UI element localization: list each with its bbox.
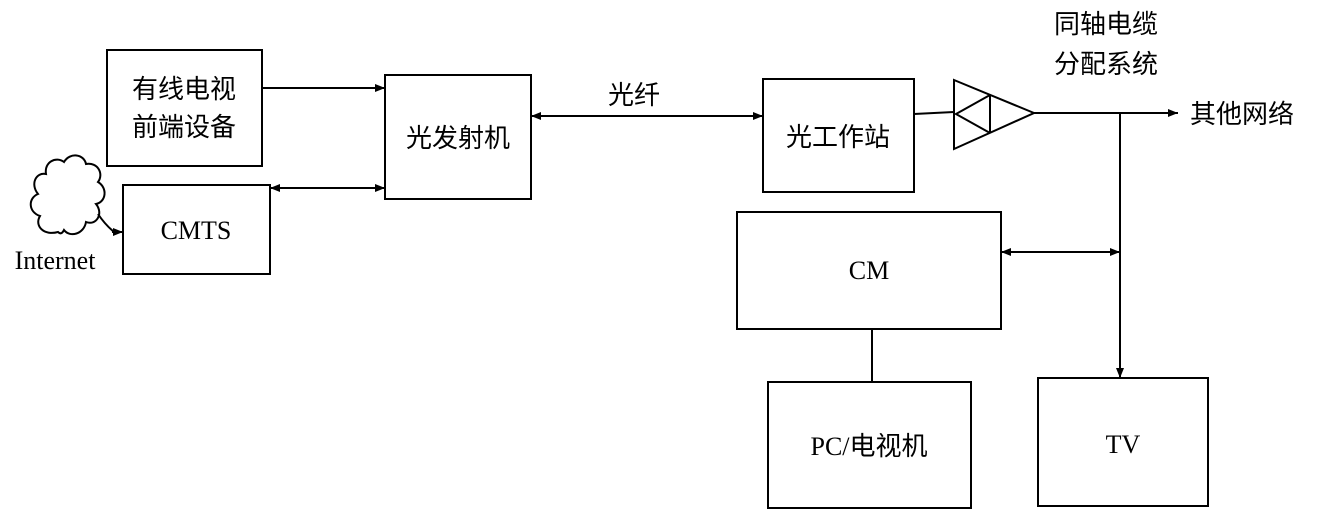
internet-to-cmts-link <box>97 213 115 233</box>
pc-tv-label: PC/电视机 <box>810 432 927 461</box>
internet-cloud-icon <box>29 154 106 236</box>
amplifier-icon <box>953 78 1037 151</box>
fiber-label: 光纤 <box>608 81 660 111</box>
coax-distribution-label-line2: 分配系统 <box>1054 50 1158 80</box>
workstation-to-amplifier-link <box>913 111 955 115</box>
cmts-box: CMTS <box>122 184 271 275</box>
optical-workstation-box: 光工作站 <box>762 78 915 193</box>
optical-workstation-label: 光工作站 <box>786 123 890 153</box>
cable-modem-box: CM <box>736 211 1002 330</box>
tv-label: TV <box>1106 430 1141 459</box>
optical-transmitter-label: 光发射机 <box>406 124 510 154</box>
optical-transmitter-box: 光发射机 <box>384 74 532 200</box>
pc-tv-box: PC/电视机 <box>767 381 972 509</box>
cable-modem-label: CM <box>849 256 889 285</box>
catv-headend-label-line2: 前端设备 <box>132 113 236 143</box>
catv-headend-label-line1: 有线电视 <box>132 75 236 105</box>
other-networks-label: 其他网络 <box>1190 100 1294 130</box>
tv-box: TV <box>1037 377 1209 507</box>
internet-label: Internet <box>15 246 97 275</box>
catv-headend-box: 有线电视 前端设备 <box>106 49 263 167</box>
coax-distribution-label-line1: 同轴电缆 <box>1054 10 1158 40</box>
cmts-label: CMTS <box>161 216 232 245</box>
